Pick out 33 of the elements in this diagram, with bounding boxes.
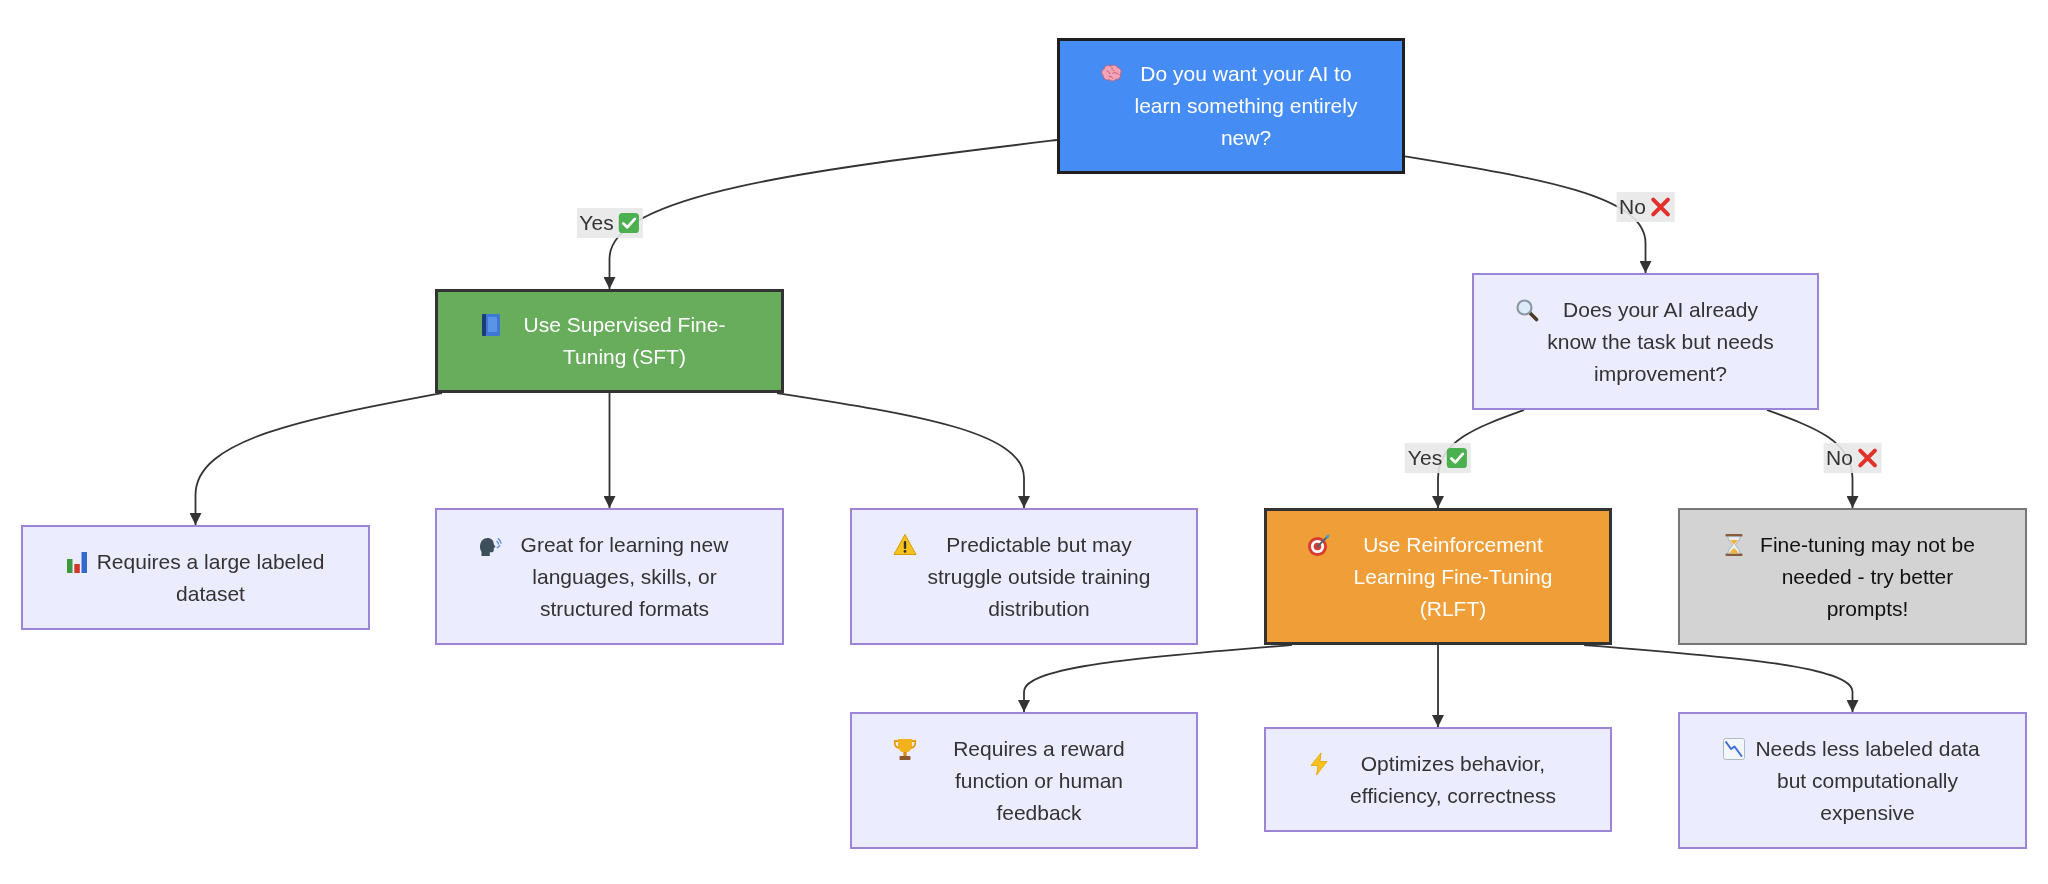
arrow <box>1432 644 1444 728</box>
node-text: Fine-tuning may not be needed - try better prompts! <box>1759 531 1976 622</box>
arrow <box>603 139 1058 290</box>
node-text: Needs less labeled data but computationally expensive <box>1754 735 1981 826</box>
node-text: Optimizes behavior, efficiency, correctness <box>1349 750 1557 809</box>
method-box <box>1264 508 1612 645</box>
method-box <box>435 289 784 393</box>
node-text: Requires a large labeled dataset <box>95 548 326 607</box>
note-box <box>21 525 370 630</box>
arrow <box>603 392 616 509</box>
node-text: Use Supervised Fine-Tuning (SFT) <box>522 312 727 370</box>
arrow <box>189 392 443 526</box>
node-text: Predictable but may struggle outside training distribution <box>926 531 1152 622</box>
note-box <box>1678 712 2027 849</box>
question-box <box>1057 38 1405 174</box>
node-text: Requires a reward function or human feedback <box>952 735 1126 826</box>
note-box <box>435 508 784 645</box>
node-text: Use Reinforcement Learning Fine-Tuning (RLFT) <box>1352 531 1554 622</box>
arrow <box>776 392 1030 509</box>
note-box <box>850 712 1198 849</box>
edge-label: No <box>1826 445 1853 471</box>
edge-label: No <box>1619 194 1646 220</box>
edge-label: Yes <box>579 210 614 236</box>
note-box <box>1264 727 1612 832</box>
question-box <box>1472 273 1819 410</box>
node-text: Does your AI already know the task but needs improvement? <box>1546 296 1775 387</box>
node-text: Great for learning new languages, skills, or structured formats <box>519 531 730 622</box>
arrow <box>1404 155 1652 274</box>
node-text: Do you want your AI to learn something entirely new? <box>1133 61 1359 151</box>
arrow <box>1583 644 1859 713</box>
edge-label: Yes <box>1407 445 1443 471</box>
outcome-box <box>1678 508 2027 645</box>
note-box <box>850 508 1198 645</box>
